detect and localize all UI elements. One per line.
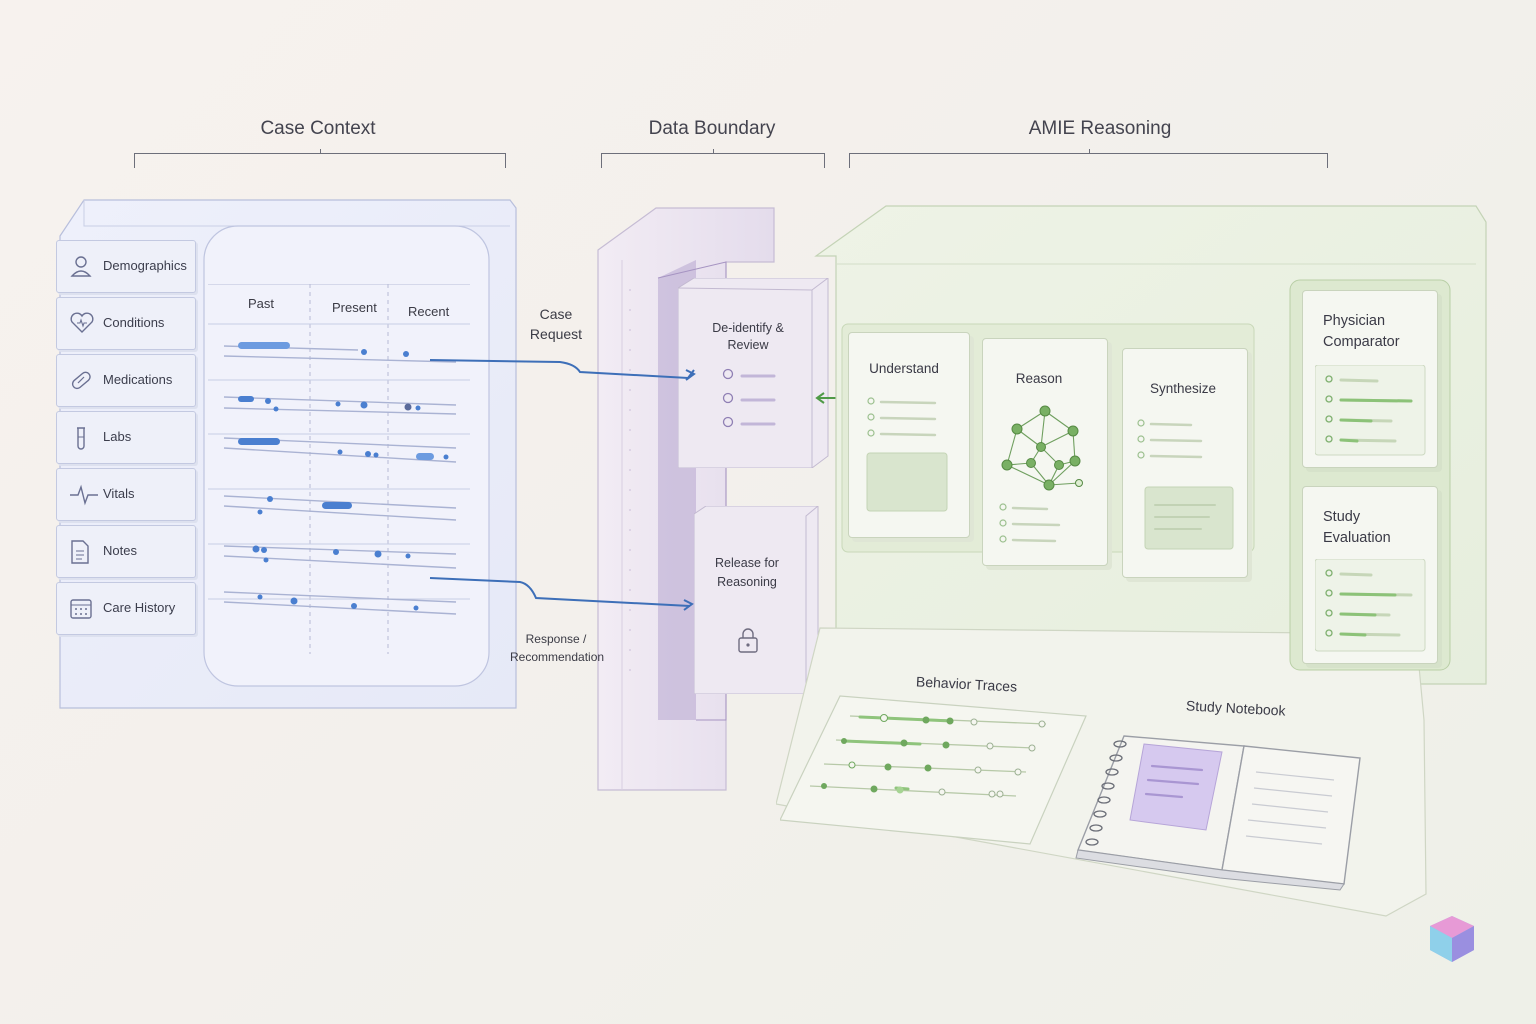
category-label: Notes <box>103 543 137 558</box>
evaluation-checklist <box>1315 559 1426 652</box>
synthesize-card[interactable]: Synthesize <box>1122 348 1248 578</box>
category-item-notes[interactable]: Notes <box>56 525 196 578</box>
amie-reasoning-panel: Understand Reason <box>776 204 1490 920</box>
category-label: Labs <box>103 429 132 444</box>
reason-checklist <box>999 503 1061 543</box>
timeline-header-present: Present <box>332 300 377 315</box>
document-icon <box>69 539 91 570</box>
understand-card[interactable]: Understand <box>848 332 970 538</box>
reasoning-graph-icon <box>1001 405 1083 491</box>
category-item-labs[interactable]: Labs <box>56 411 196 464</box>
behavior-traces-shape <box>780 695 1087 845</box>
category-item-vitals[interactable]: Vitals <box>56 468 196 521</box>
notebook-illustration <box>1075 735 1361 891</box>
person-icon <box>69 254 93 283</box>
data-boundary-wall: De-identify & Review Release for Reasoni… <box>596 200 836 800</box>
category-item-care-history[interactable]: Care History <box>56 582 196 635</box>
section-title-data-boundary: Data Boundary <box>648 118 776 139</box>
timeline-area: Past Present Recent <box>208 284 470 654</box>
study-notebook[interactable]: Study Notebook <box>1072 697 1372 892</box>
reason-card[interactable]: Reason <box>982 338 1108 566</box>
synthesize-checklist <box>1137 419 1234 550</box>
release-for-reasoning-label: Release for Reasoning <box>715 556 779 589</box>
synthesize-label: Synthesize <box>1149 381 1217 396</box>
category-label: Care History <box>103 600 176 615</box>
category-item-demographics[interactable]: Demographics <box>56 240 196 293</box>
study-evaluation-card[interactable]: Study Evaluation <box>1302 486 1438 664</box>
deidentify-box-shape <box>678 278 829 468</box>
category-label: Demographics <box>103 258 187 273</box>
heart-icon <box>69 311 95 340</box>
category-label: Conditions <box>103 315 165 330</box>
behavior-traces-panel[interactable]: Behavior Traces <box>780 673 1088 852</box>
case-request-label: Case Request <box>529 306 583 342</box>
case-context-bracket <box>134 149 506 168</box>
timeline-header-recent: Recent <box>408 304 450 319</box>
pill-icon <box>69 368 93 397</box>
timeline-grid <box>208 284 470 654</box>
category-item-medications[interactable]: Medications <box>56 354 196 407</box>
test-tube-icon <box>69 425 93 456</box>
study-evaluation-label: Study Evaluation <box>1323 509 1391 546</box>
timeline-header-past: Past <box>248 296 275 311</box>
amie-reasoning-bracket <box>849 149 1328 168</box>
response-recommendation-label: Response / Recommendation <box>510 632 605 664</box>
category-label: Medications <box>103 372 173 387</box>
cube-logo-icon <box>1430 916 1474 962</box>
category-item-conditions[interactable]: Conditions <box>56 297 196 350</box>
reason-label: Reason <box>1015 371 1063 386</box>
comparator-checklist <box>1315 365 1426 456</box>
category-label: Vitals <box>103 486 135 501</box>
deidentify-review-label: De-identify & Review <box>712 321 784 352</box>
section-title-case-context: Case Context <box>260 118 376 139</box>
lock-icon <box>738 628 758 653</box>
section-title-amie-reasoning: AMIE Reasoning <box>1028 118 1172 139</box>
deidentify-review-box[interactable]: De-identify & Review <box>678 278 830 468</box>
data-boundary-bracket <box>601 149 825 168</box>
physician-comparator-label: Physician Comparator <box>1323 313 1400 350</box>
understand-checklist <box>866 397 948 512</box>
physician-comparator-card[interactable]: Physician Comparator <box>1302 290 1438 468</box>
pulse-icon <box>69 482 99 511</box>
calendar-icon <box>69 596 93 625</box>
understand-label: Understand <box>869 361 939 376</box>
